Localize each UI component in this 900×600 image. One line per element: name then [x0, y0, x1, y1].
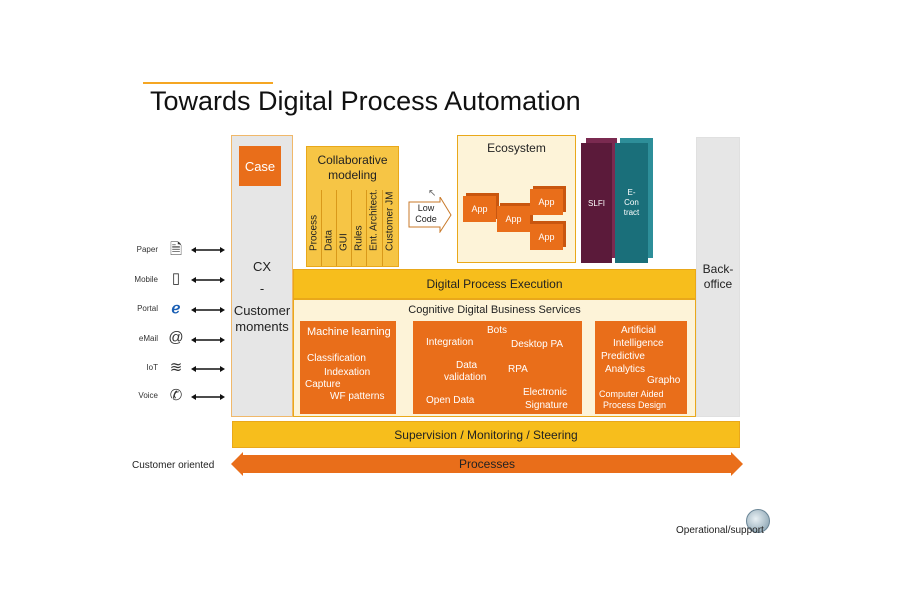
- bots-title: Bots: [487, 325, 508, 336]
- case-box: Case: [239, 146, 281, 186]
- bots-validation: validation: [444, 372, 487, 383]
- processes-label: Processes: [458, 457, 516, 471]
- cursor-icon: ↖: [428, 188, 437, 199]
- moments-label: moments: [235, 319, 289, 334]
- collab-title-line2: modeling: [328, 168, 377, 182]
- modeling-column: Customer JM: [382, 190, 397, 266]
- channel-label-portal: Portal: [137, 304, 158, 313]
- app-block: App: [530, 224, 563, 250]
- ml-wf-patterns: WF patterns: [330, 391, 385, 402]
- modeling-customer-jm: Customer JM: [384, 191, 396, 251]
- econtract-line1: E-: [627, 188, 636, 197]
- ml-classification: Classification: [307, 353, 366, 364]
- bots-integration: Integration: [426, 337, 474, 348]
- wireless-icon: ≋: [169, 359, 183, 376]
- econtract-block: E- Con tract: [615, 143, 648, 263]
- channel-arrow: [191, 277, 225, 283]
- backoffice-line1: Back-: [702, 262, 734, 276]
- backoffice-line2: office: [703, 277, 733, 291]
- processes-arrow: [231, 452, 743, 476]
- modeling-gui: GUI: [338, 233, 350, 251]
- cx-line: CX: [252, 259, 272, 274]
- supervision-bar: Supervision / Monitoring / Steering: [232, 421, 740, 448]
- document-icon: 🗎: [169, 241, 183, 258]
- ai-predictive: Predictive: [601, 351, 645, 362]
- mobile-icon: ▯: [171, 270, 181, 287]
- bots-box: Bots Integration Desktop PA Data validat…: [413, 321, 582, 414]
- browser-icon: ℯ: [171, 300, 181, 317]
- bots-signature: Signature: [525, 400, 568, 411]
- cx-label: CX - Customer moments: [231, 259, 293, 335]
- collab-title-line1: Collaborative: [317, 153, 388, 167]
- low-code-line1: Low: [417, 203, 435, 213]
- bots-desktop-pa: Desktop PA: [511, 339, 564, 350]
- modeling-column: Ent. Architect.: [366, 189, 381, 266]
- cx-dash: -: [259, 281, 265, 296]
- slfi-block: SLFI: [581, 143, 612, 263]
- app-block: App: [530, 189, 563, 215]
- ai-process-design: Process Design: [603, 400, 667, 410]
- channel-arrow: [191, 337, 225, 343]
- low-code-arrow: [408, 197, 452, 233]
- ai-title-line2: Intelligence: [613, 338, 664, 349]
- modeling-rules: Rules: [353, 225, 365, 251]
- bots-data: Data: [456, 360, 478, 371]
- artificial-intelligence-box: Artificial Intelligence Predictive Analy…: [595, 321, 687, 414]
- collaborative-modeling-title: Collaborative modeling: [306, 153, 399, 183]
- machine-learning-title: Machine learning: [307, 326, 391, 338]
- machine-learning-box: Machine learning Classification Indexati…: [300, 321, 396, 414]
- modeling-column: Data: [321, 190, 336, 266]
- title-accent-line: [143, 82, 273, 84]
- app-block: App: [497, 206, 530, 232]
- modeling-data: Data: [323, 229, 335, 251]
- ai-computer-aided: Computer Aided: [599, 389, 664, 399]
- cognitive-services-title: Cognitive Digital Business Services: [408, 304, 581, 316]
- operational-support-label: Operational/support: [676, 525, 764, 536]
- digital-process-execution-bar: Digital Process Execution: [293, 269, 696, 299]
- bots-rpa: RPA: [508, 364, 528, 375]
- ecosystem-title: Ecosystem: [487, 141, 546, 155]
- channel-label-mobile: Mobile: [134, 275, 158, 284]
- modeling-column: Rules: [351, 190, 366, 266]
- econtract-line3: tract: [623, 208, 640, 217]
- bots-open-data: Open Data: [426, 395, 475, 406]
- ml-capture: Capture: [305, 379, 341, 390]
- modeling-process: Process: [308, 214, 319, 251]
- channel-arrow: [191, 247, 225, 253]
- modeling-column: GUI: [336, 190, 351, 266]
- at-icon: @: [168, 329, 184, 346]
- ai-title-line1: Artificial: [621, 325, 657, 336]
- bots-electronic: Electronic: [523, 387, 567, 398]
- customer-label: Customer: [233, 303, 291, 318]
- econtract-line2: Con: [624, 198, 639, 207]
- ai-analytics: Analytics: [605, 364, 646, 375]
- backoffice-label: Back- office: [696, 262, 740, 292]
- channel-label-voice: Voice: [138, 391, 158, 400]
- channel-arrow: [191, 307, 225, 313]
- ai-grapho: Grapho: [647, 375, 681, 386]
- phone-icon: ✆: [169, 387, 183, 404]
- low-code-label: Low Code: [408, 203, 444, 225]
- channel-label-email: eMail: [138, 334, 158, 343]
- app-block: App: [463, 196, 496, 222]
- modeling-ent-architect: Ent. Architect.: [368, 189, 380, 251]
- modeling-column: Process: [306, 190, 321, 266]
- channel-label-paper: Paper: [136, 245, 158, 254]
- customer-oriented-label: Customer oriented: [132, 460, 215, 471]
- channel-arrow: [191, 394, 225, 400]
- low-code-line2: Code: [415, 214, 437, 224]
- page-title: Towards Digital Process Automation: [150, 86, 581, 116]
- backoffice-column: [696, 137, 740, 417]
- globe-icon: [746, 509, 770, 533]
- channel-arrow: [191, 366, 225, 372]
- channel-label-iot: IoT: [146, 363, 158, 372]
- ml-indexation: Indexation: [324, 367, 371, 378]
